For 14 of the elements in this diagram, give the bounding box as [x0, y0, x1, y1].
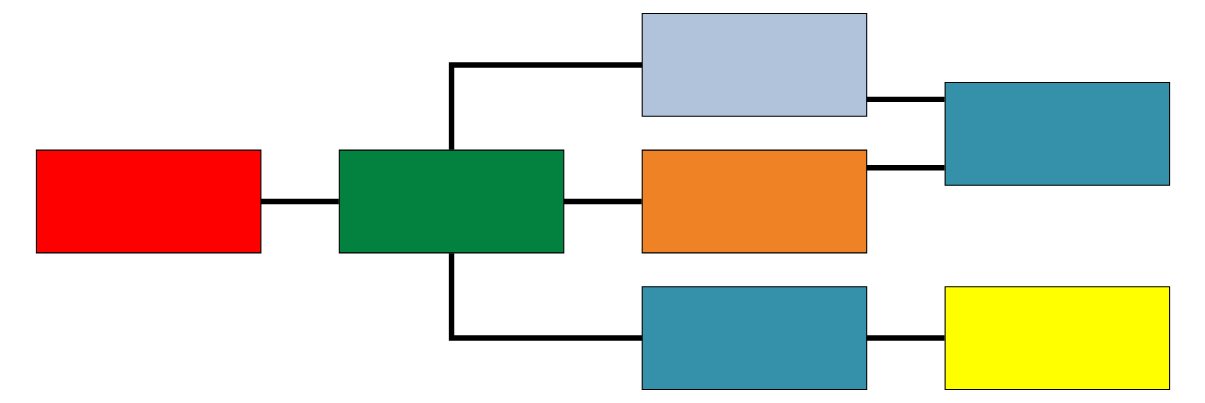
node-box	[944, 81, 1170, 186]
connector	[866, 96, 945, 103]
connector	[866, 335, 945, 341]
connector	[260, 198, 339, 205]
connector	[866, 165, 945, 171]
node-box	[338, 149, 564, 254]
node-box	[641, 286, 867, 390]
node-box	[641, 13, 867, 117]
node-box	[35, 149, 261, 254]
connector	[448, 253, 642, 341]
connector	[448, 62, 642, 150]
node-box	[944, 286, 1170, 390]
node-box	[641, 149, 867, 254]
connector	[563, 198, 642, 205]
